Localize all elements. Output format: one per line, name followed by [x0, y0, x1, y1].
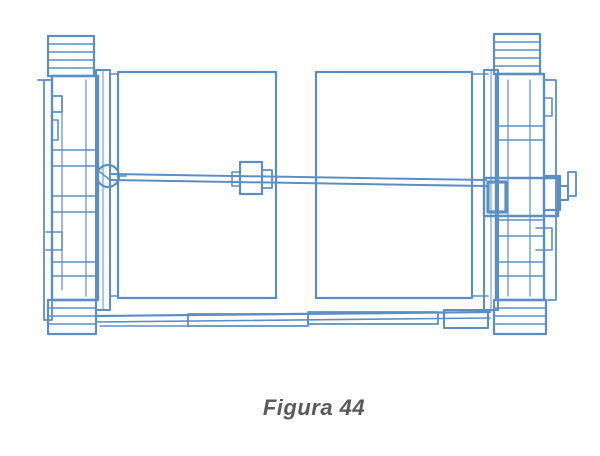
central-shaft	[109, 160, 487, 196]
figure-caption: Figura 44	[262, 395, 366, 420]
left-frame	[109, 70, 278, 300]
base-rail	[94, 309, 492, 329]
right-end-assembly	[482, 32, 577, 336]
indicator-wheel	[95, 163, 127, 189]
left-end-assembly	[37, 34, 111, 336]
machine-diagram	[37, 32, 577, 336]
